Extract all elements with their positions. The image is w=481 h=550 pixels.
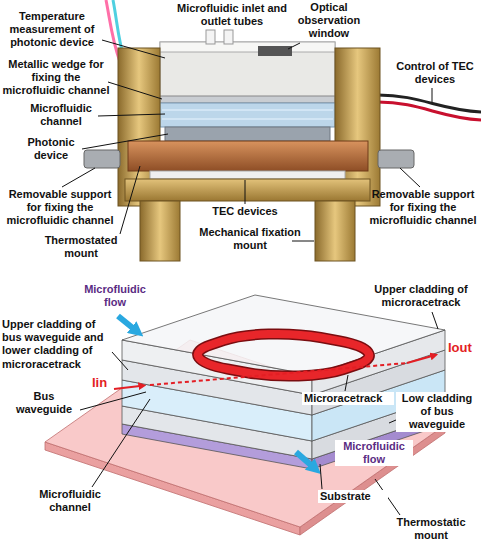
- leader-line: [320, 464, 322, 489]
- photonic-device: [165, 127, 330, 141]
- leader-lines: [62, 40, 432, 241]
- tube: [206, 30, 215, 44]
- input-arrow: [114, 386, 140, 389]
- leader-line: [432, 312, 438, 329]
- part-label: Low cladding of bus waveguide: [396, 392, 478, 432]
- tec-layer: [150, 171, 345, 179]
- part-label: Metallic wedge for fixing the microfluid…: [2, 58, 110, 98]
- part-label: Microracetrack: [302, 392, 394, 405]
- leader-line: [345, 375, 348, 391]
- signal-label: Iin: [92, 375, 116, 391]
- racetrack-outline: [170, 327, 396, 383]
- leader-line: [389, 420, 396, 423]
- part-label: Optical observation window: [292, 1, 366, 41]
- leader-line: [292, 241, 314, 242]
- leader-line: [92, 399, 150, 487]
- microracetrack: [170, 327, 396, 383]
- device-photo: [84, 0, 481, 261]
- tec-wire: [378, 102, 481, 120]
- part-label: Microfluidic channel: [30, 488, 110, 514]
- part-label: Photonic device: [20, 136, 82, 162]
- top-plate-face: [160, 42, 335, 52]
- flow-label: Microfluidic flow: [335, 440, 413, 466]
- leader-line: [98, 114, 165, 116]
- layer-stack: [122, 295, 445, 469]
- flow-arrow: [118, 316, 134, 329]
- top-plate: [160, 42, 335, 100]
- leader-line: [80, 392, 146, 410]
- part-label: Bus waveguide: [8, 390, 80, 416]
- leader-line: [288, 43, 300, 49]
- fixation-mount: [125, 179, 370, 201]
- leader-line: [108, 82, 162, 99]
- leader-line: [112, 352, 128, 370]
- leader-lines: [80, 312, 438, 515]
- glass-glint: [162, 119, 333, 120]
- glass-glint: [162, 110, 333, 111]
- leader-line: [432, 88, 433, 102]
- thermostated-mount: [128, 141, 368, 171]
- part-label: Microfluidic inlet and outlet tubes: [176, 2, 288, 28]
- leader-line: [400, 168, 420, 187]
- support-bolt: [378, 150, 414, 168]
- part-label: Removable support for fixing the microfl…: [368, 188, 478, 228]
- part-label: Microfluidic channel: [24, 102, 98, 128]
- mount-leg: [315, 201, 355, 261]
- microfluidic-channel: [160, 103, 335, 127]
- part-label: TEC devices: [195, 205, 295, 218]
- part-label: Substrate: [318, 490, 388, 503]
- leader-line: [82, 134, 168, 149]
- part-label: Mechanical fixation mount: [188, 226, 312, 252]
- leader-line: [62, 168, 95, 187]
- observation-window: [258, 46, 292, 56]
- signal-label: Iout: [448, 340, 478, 356]
- part-label: Removable support for fixing the microfl…: [2, 188, 118, 228]
- metallic-wedge: [160, 96, 335, 103]
- part-label: Control of TEC devices: [392, 60, 478, 86]
- leader-line: [245, 180, 246, 204]
- part-label: Upper cladding of microracetrack: [366, 283, 476, 309]
- part-label: Temperature measurement of photonic devi…: [2, 10, 102, 50]
- bus-waveguide: [150, 363, 407, 385]
- leader-line: [120, 166, 140, 234]
- part-label: Upper cladding of bus waveguide and lowe…: [2, 318, 116, 371]
- mount-leg: [140, 201, 180, 261]
- part-label: Thermostatic mount: [385, 516, 477, 542]
- part-label: Thermostated mount: [38, 234, 124, 260]
- output-arrow: [407, 356, 432, 363]
- leader-line: [102, 40, 165, 58]
- flow-label: Microfluidic flow: [75, 283, 155, 309]
- flow-arrow: [296, 452, 312, 466]
- tube: [224, 30, 233, 44]
- support-bolt: [84, 150, 120, 168]
